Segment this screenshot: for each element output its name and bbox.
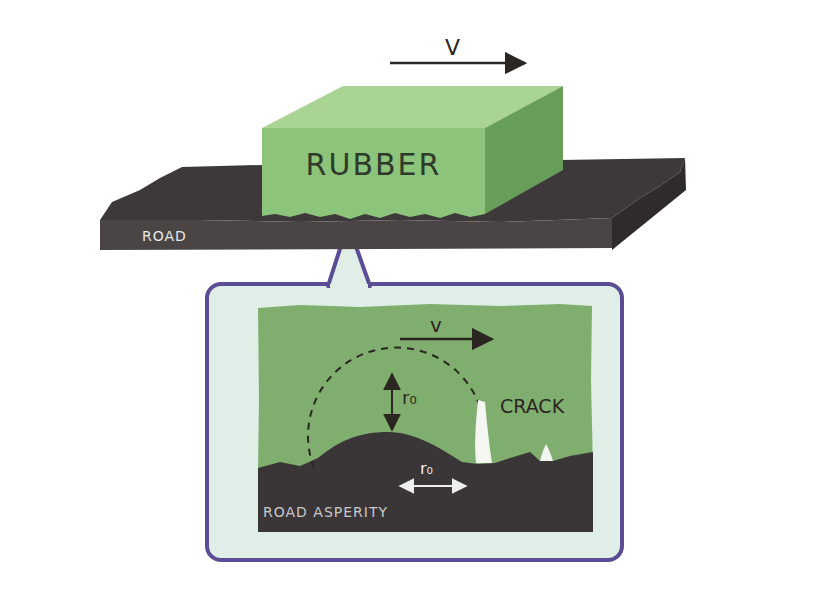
rubber-block-label: RUBBER <box>262 148 485 181</box>
crack <box>475 400 492 463</box>
road-slab-face <box>100 218 612 250</box>
rubber-block-face <box>262 128 485 219</box>
road-asperity-label: ROAD ASPERITY <box>263 505 463 520</box>
radius-dimension-arrow <box>391 374 393 430</box>
road-asperity: ROAD ASPERITY <box>258 425 593 533</box>
radius-label: r₀ <box>402 388 417 408</box>
radius-dimension-arrow <box>400 485 466 487</box>
road-slab-face <box>612 158 686 250</box>
crack-label: CRACK <box>500 396 564 417</box>
road-slab-label: ROAD <box>142 229 262 244</box>
velocity-label: V <box>445 36 460 60</box>
crack <box>540 444 553 461</box>
callout-pointer-join <box>330 284 368 290</box>
velocity-arrow <box>400 338 492 341</box>
callout-panel <box>207 284 622 560</box>
road-asperity-face <box>258 432 593 532</box>
dashed-radius-arc <box>308 348 479 468</box>
velocity-arrow <box>390 62 525 65</box>
velocity-label: v <box>430 314 442 336</box>
road-slab-face <box>100 158 685 222</box>
rubber-block: RUBBER <box>256 82 568 222</box>
